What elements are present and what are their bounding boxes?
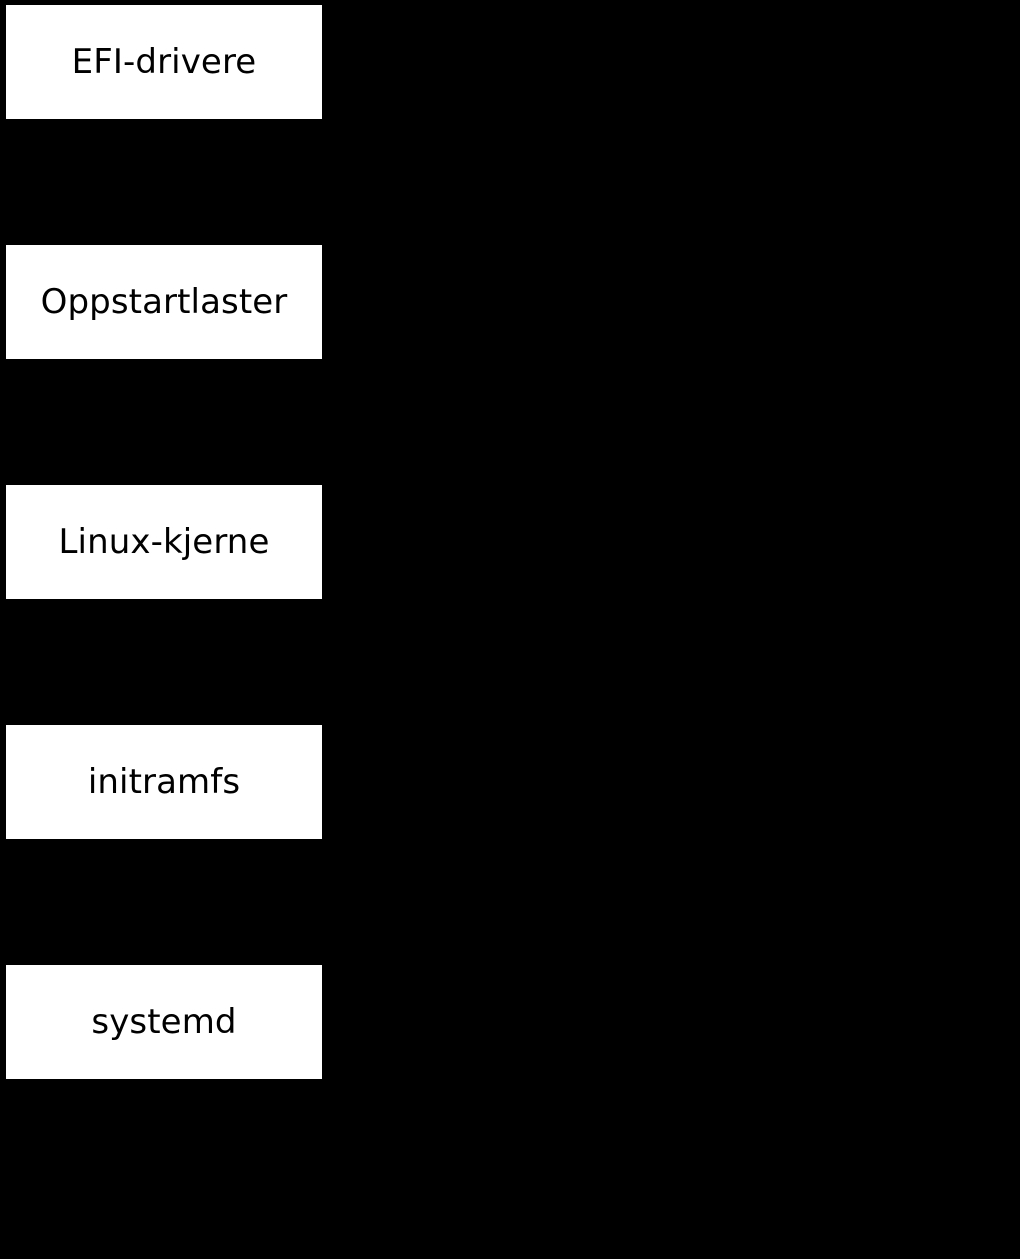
stage-label-efi-drivere: EFI-drivere — [71, 42, 257, 82]
stage-label-oppstartlaster: Oppstartlaster — [40, 282, 288, 322]
stage-label-initramfs: initramfs — [87, 762, 241, 802]
stage-box-linux-kjerne[interactable]: Linux-kjerne — [6, 485, 322, 599]
boot-sequence-stage-list: EFI-drivere Oppstartlaster Linux-kjerne … — [6, 5, 322, 1079]
stage-box-initramfs[interactable]: initramfs — [6, 725, 322, 839]
stage-label-systemd: systemd — [91, 1002, 237, 1042]
stage-label-linux-kjerne: Linux-kjerne — [58, 522, 270, 562]
stage-box-systemd[interactable]: systemd — [6, 965, 322, 1079]
stage-box-efi-drivere[interactable]: EFI-drivere — [6, 5, 322, 119]
stage-box-oppstartlaster[interactable]: Oppstartlaster — [6, 245, 322, 359]
